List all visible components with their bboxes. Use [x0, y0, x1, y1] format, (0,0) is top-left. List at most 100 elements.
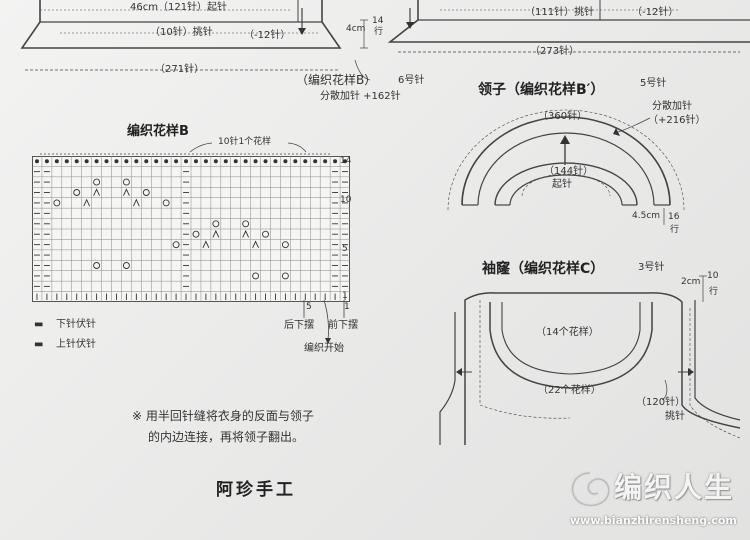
eyelet-symbol	[93, 178, 101, 186]
note-line-2: 的内边连接，再将领子翻出。	[148, 430, 305, 444]
pattern-b-increase: 分散加针 +162针	[320, 91, 401, 102]
bind-off-dot	[233, 159, 238, 164]
bind-off-dot	[114, 159, 119, 164]
bind-off-dot	[223, 159, 228, 164]
eyelet-symbol	[192, 230, 200, 238]
armhole-height-cm: 2cm	[681, 277, 701, 287]
armhole-height-rows-unit: 行	[709, 287, 719, 297]
collar-height-cm: 4.5cm	[632, 211, 661, 221]
bind-off-dot	[94, 159, 99, 164]
label-start: 编织开始	[304, 343, 344, 354]
chart-repeat-label: 10针1个花样	[218, 137, 272, 147]
decrease-symbol	[252, 240, 259, 249]
bind-off-dot	[64, 159, 69, 164]
label-back-hem: 后下摆	[284, 320, 314, 331]
bind-off-dot	[243, 159, 248, 164]
bind-off-dot	[193, 159, 198, 164]
bind-off-dot	[134, 159, 139, 164]
label-front-hem: 前下摆	[328, 320, 358, 331]
bottom-number-5: 5	[306, 302, 312, 312]
pattern-b-needle: 6号针	[398, 75, 425, 86]
armhole-pickup-count: （120针）	[636, 397, 686, 408]
left-body-outline	[20, 0, 342, 49]
eyelet-symbol	[73, 189, 81, 196]
decrease-symbol	[123, 188, 130, 196]
bind-off-dot	[333, 159, 338, 164]
row-number-14: 14	[340, 156, 352, 166]
bind-off-dot	[203, 159, 208, 164]
eyelet-symbol	[53, 199, 61, 207]
bind-off-dot	[44, 159, 49, 164]
signature: 阿珍手工	[216, 480, 296, 500]
decrease-symbol	[212, 229, 220, 238]
armhole-inner-repeats: （14个花样）	[536, 327, 599, 338]
collar-height-rows-number: 16	[668, 212, 680, 222]
eyelet-symbol	[122, 178, 130, 186]
height-rows-number: 14	[372, 16, 384, 26]
legend-symbol-2: ▬	[34, 339, 44, 350]
right-decrease-label: （-12针）	[632, 7, 679, 18]
decrease-symbol	[132, 198, 140, 207]
collar-diagram	[447, 109, 685, 225]
legend-symbol-1: ▬	[34, 319, 44, 330]
collar-inner-count: （144针）	[544, 166, 594, 177]
bind-off-dot	[273, 159, 278, 164]
legend-label-2: 上针伏针	[56, 339, 96, 350]
bind-off-dot	[343, 159, 348, 164]
bind-off-dot	[54, 159, 59, 164]
bind-off-dot	[154, 159, 159, 164]
armhole-needle: 3号针	[638, 262, 665, 273]
height-rows-unit: 行	[374, 27, 384, 37]
eyelet-symbol	[281, 272, 289, 280]
armhole-height-rows-number: 10	[707, 271, 719, 281]
collar-cast-on: 起针	[552, 179, 572, 190]
bind-off-dot	[323, 159, 328, 164]
bind-off-dot	[303, 159, 308, 164]
collar-outer-count: （360针）	[538, 111, 588, 122]
bind-off-dot	[263, 159, 268, 164]
bottom-number-1: 1	[344, 302, 350, 312]
eyelet-symbol	[281, 241, 289, 249]
decrease-symbol	[83, 198, 91, 207]
height-cm-label: 4cm	[346, 24, 366, 34]
chart-bottom-leaders	[303, 299, 345, 344]
collar-title: 领子（编织花样B′）	[478, 82, 605, 98]
decrease-symbol	[242, 229, 250, 238]
eyelet-symbol	[142, 189, 150, 196]
collar-increase-label: 分散加针	[652, 101, 692, 112]
bind-off-dot	[253, 159, 258, 164]
left-total-label: （271针）	[155, 64, 205, 75]
bind-off-dot	[164, 159, 169, 164]
row-number-1: 1	[342, 291, 348, 301]
bind-off-dot	[213, 159, 218, 164]
chart-grid	[32, 156, 350, 302]
eyelet-symbol	[122, 262, 130, 269]
logo-text: 编织人生	[614, 471, 735, 504]
left-pickup-label: （10针）挑针	[150, 27, 213, 38]
bind-off-dot	[283, 159, 288, 164]
eyelet-symbol	[172, 241, 180, 249]
armhole-title: 袖窿（编织花样C）	[482, 261, 605, 277]
bind-off-dot	[74, 159, 79, 164]
collar-increase-value: （+216针）	[648, 115, 706, 126]
collar-height-rows-unit: 行	[670, 225, 680, 235]
eyelet-symbol	[93, 262, 101, 269]
eyelet-symbol	[212, 220, 220, 228]
left-width-label: 46cm（121针）起针	[130, 2, 228, 13]
right-total-label: （273针）	[530, 46, 580, 57]
bind-off-dot	[84, 159, 89, 164]
eyelet-symbol	[242, 220, 250, 228]
bind-off-dot	[174, 159, 179, 164]
top-diagrams	[20, 0, 750, 81]
bind-off-dot	[34, 159, 39, 164]
logo-swirl-icon	[570, 471, 611, 508]
bind-off-dot	[313, 159, 318, 164]
bind-off-dot	[104, 159, 109, 164]
eyelet-symbol	[252, 272, 260, 280]
bind-off-dot	[184, 159, 189, 164]
bind-off-dot	[124, 159, 129, 164]
note-line-1: ※ 用半回针缝将衣身的反面与领子	[132, 409, 314, 423]
legend-label-1: 下针伏针	[56, 319, 96, 330]
